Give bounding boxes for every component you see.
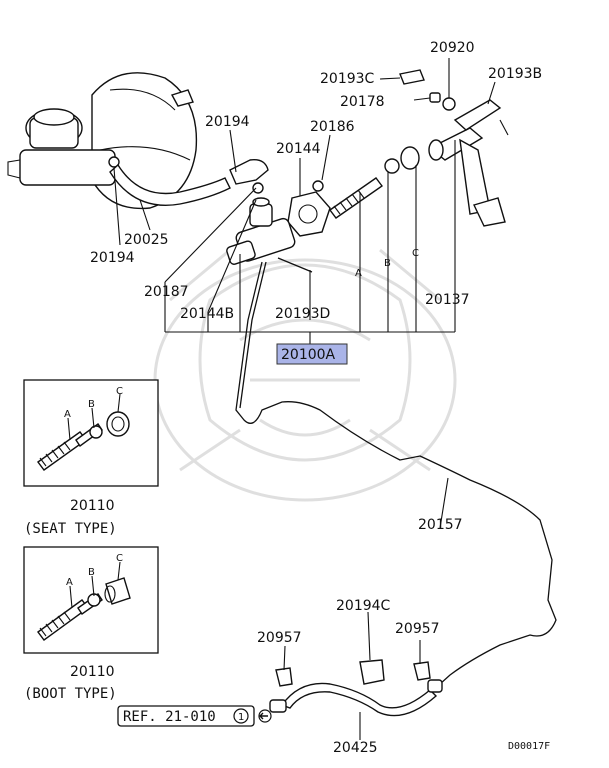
bolt-20193C — [399, 69, 425, 85]
label-20137: 20137 — [425, 292, 470, 308]
main-assembly-box — [276, 343, 348, 365]
inset2-tag-c: C — [116, 553, 123, 564]
watermark-emblem — [153, 248, 457, 502]
label-20194-top: 20194 — [205, 114, 250, 130]
reference-text: REF. 21-010 — [123, 709, 216, 725]
inset-seat-type: A B C — [23, 379, 159, 487]
label-20178: 20178 — [340, 94, 385, 110]
flex-hose-20425 — [269, 679, 443, 717]
label-20193B: 20193B — [488, 66, 542, 82]
snap-ring — [384, 158, 400, 174]
inset1-tag-a: A — [64, 409, 71, 420]
clip-20957-right — [413, 661, 431, 681]
tag-A: A — [355, 268, 362, 279]
reference-arrow-icon — [258, 709, 272, 723]
main-assembly-label: 20100A — [281, 347, 336, 363]
clip-20957-left — [275, 667, 293, 687]
inset-boot-type: A B C — [23, 546, 159, 654]
label-20193C: 20193C — [320, 71, 375, 87]
label-20957-right: 20957 — [395, 621, 440, 637]
reference-box[interactable]: REF. 21-010 1 — [117, 705, 255, 727]
clutch-master-cylinder — [226, 191, 331, 273]
inset2-tag-a: A — [66, 577, 73, 588]
label-20187: 20187 — [144, 284, 189, 300]
inset1-part-label: 20110 — [70, 498, 115, 514]
tag-C: C — [412, 248, 419, 259]
bracket-20194C — [359, 659, 385, 685]
fitting-20194 — [229, 159, 269, 194]
label-20193D: 20193D — [275, 306, 330, 322]
label-20957-left: 20957 — [257, 630, 302, 646]
label-20194-bottom: 20194 — [90, 250, 135, 266]
label-20025: 20025 — [124, 232, 169, 248]
nut-20178 — [429, 92, 441, 103]
label-20194C: 20194C — [336, 598, 391, 614]
label-20920: 20920 — [430, 40, 475, 56]
inset2-tag-b: B — [88, 567, 95, 578]
label-20144B: 20144B — [180, 306, 234, 322]
label-20425: 20425 — [333, 740, 378, 756]
clutch-pipe-20157 — [235, 261, 557, 685]
label-20144: 20144 — [276, 141, 321, 157]
push-rod-spring — [312, 177, 383, 219]
tag-B: B — [384, 258, 391, 269]
inset2-caption: (BOOT TYPE) — [24, 686, 117, 702]
leader-lines — [113, 58, 496, 740]
reference-circled-number: 1 — [238, 712, 244, 723]
bushing-20920 — [442, 97, 456, 111]
inset1-tag-c: C — [116, 386, 123, 397]
diagram-code: D00017F — [508, 741, 550, 752]
hose-20025 — [109, 163, 231, 206]
inset1-tag-b: B — [88, 399, 95, 410]
inset2-part-label: 20110 — [70, 664, 115, 680]
label-20186: 20186 — [310, 119, 355, 135]
inset1-caption: (SEAT TYPE) — [24, 521, 117, 537]
clutch-pedal — [428, 99, 509, 227]
label-20157: 20157 — [418, 517, 463, 533]
brake-booster-assembly — [7, 72, 198, 210]
boot-seat — [400, 146, 420, 170]
